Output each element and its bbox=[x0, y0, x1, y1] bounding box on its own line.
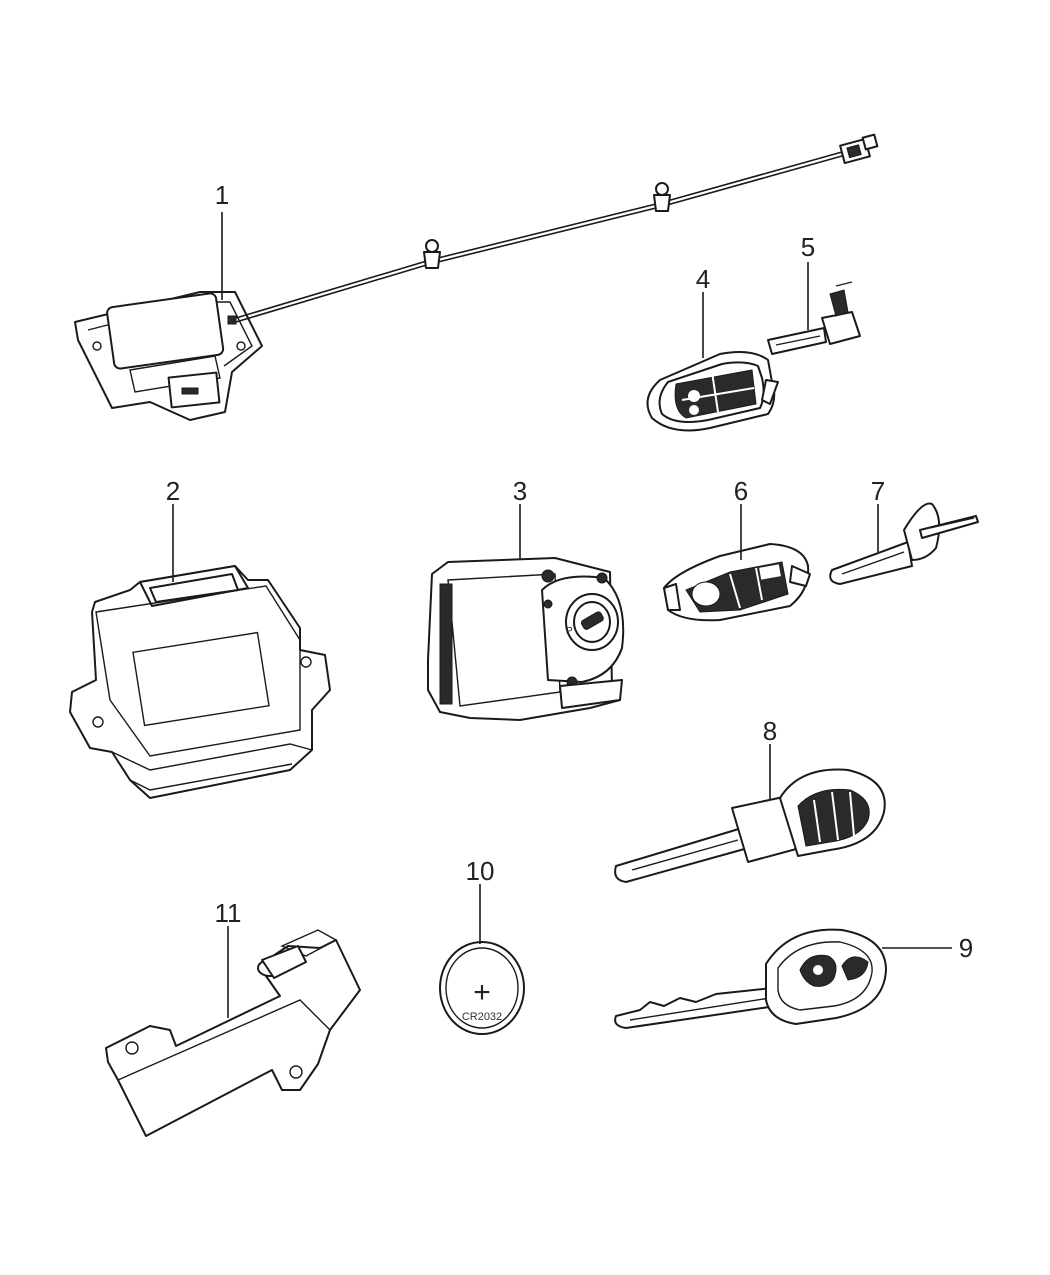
callout-11: 11 bbox=[215, 898, 242, 928]
callout-5: 5 bbox=[801, 232, 815, 262]
callout-3: 3 bbox=[513, 476, 527, 506]
part-4-key-fob bbox=[646, 351, 779, 432]
part-10-coin-battery: + CR2032 bbox=[439, 941, 525, 1035]
battery-model-label: CR2032 bbox=[462, 1011, 502, 1023]
part-2-control-module bbox=[69, 565, 331, 799]
part-5-emergency-key bbox=[767, 281, 861, 355]
callout-6: 6 bbox=[734, 476, 748, 506]
part-6-key-fob bbox=[663, 543, 811, 622]
callout-4: 4 bbox=[696, 264, 710, 294]
callout-10: 10 bbox=[466, 856, 495, 886]
callout-1: 1 bbox=[215, 180, 229, 210]
callout-7: 7 bbox=[871, 476, 885, 506]
part-11-bracket bbox=[105, 929, 361, 1137]
part-3-ignition-switch: P bbox=[427, 557, 625, 721]
ram-head-logo bbox=[799, 954, 869, 987]
part-7-key-blade bbox=[829, 502, 979, 585]
callout-2: 2 bbox=[166, 476, 180, 506]
part-8-key bbox=[614, 768, 886, 883]
part-1-antenna-module bbox=[74, 133, 879, 421]
callout-8: 8 bbox=[763, 716, 777, 746]
battery-plus-symbol: + bbox=[473, 976, 491, 1009]
part-9-key bbox=[614, 928, 887, 1029]
cable-connector bbox=[839, 133, 879, 165]
cable-clip bbox=[423, 239, 441, 269]
svg-text:P: P bbox=[566, 626, 573, 637]
cable-clip bbox=[653, 182, 671, 212]
callout-9: 9 bbox=[959, 933, 973, 963]
